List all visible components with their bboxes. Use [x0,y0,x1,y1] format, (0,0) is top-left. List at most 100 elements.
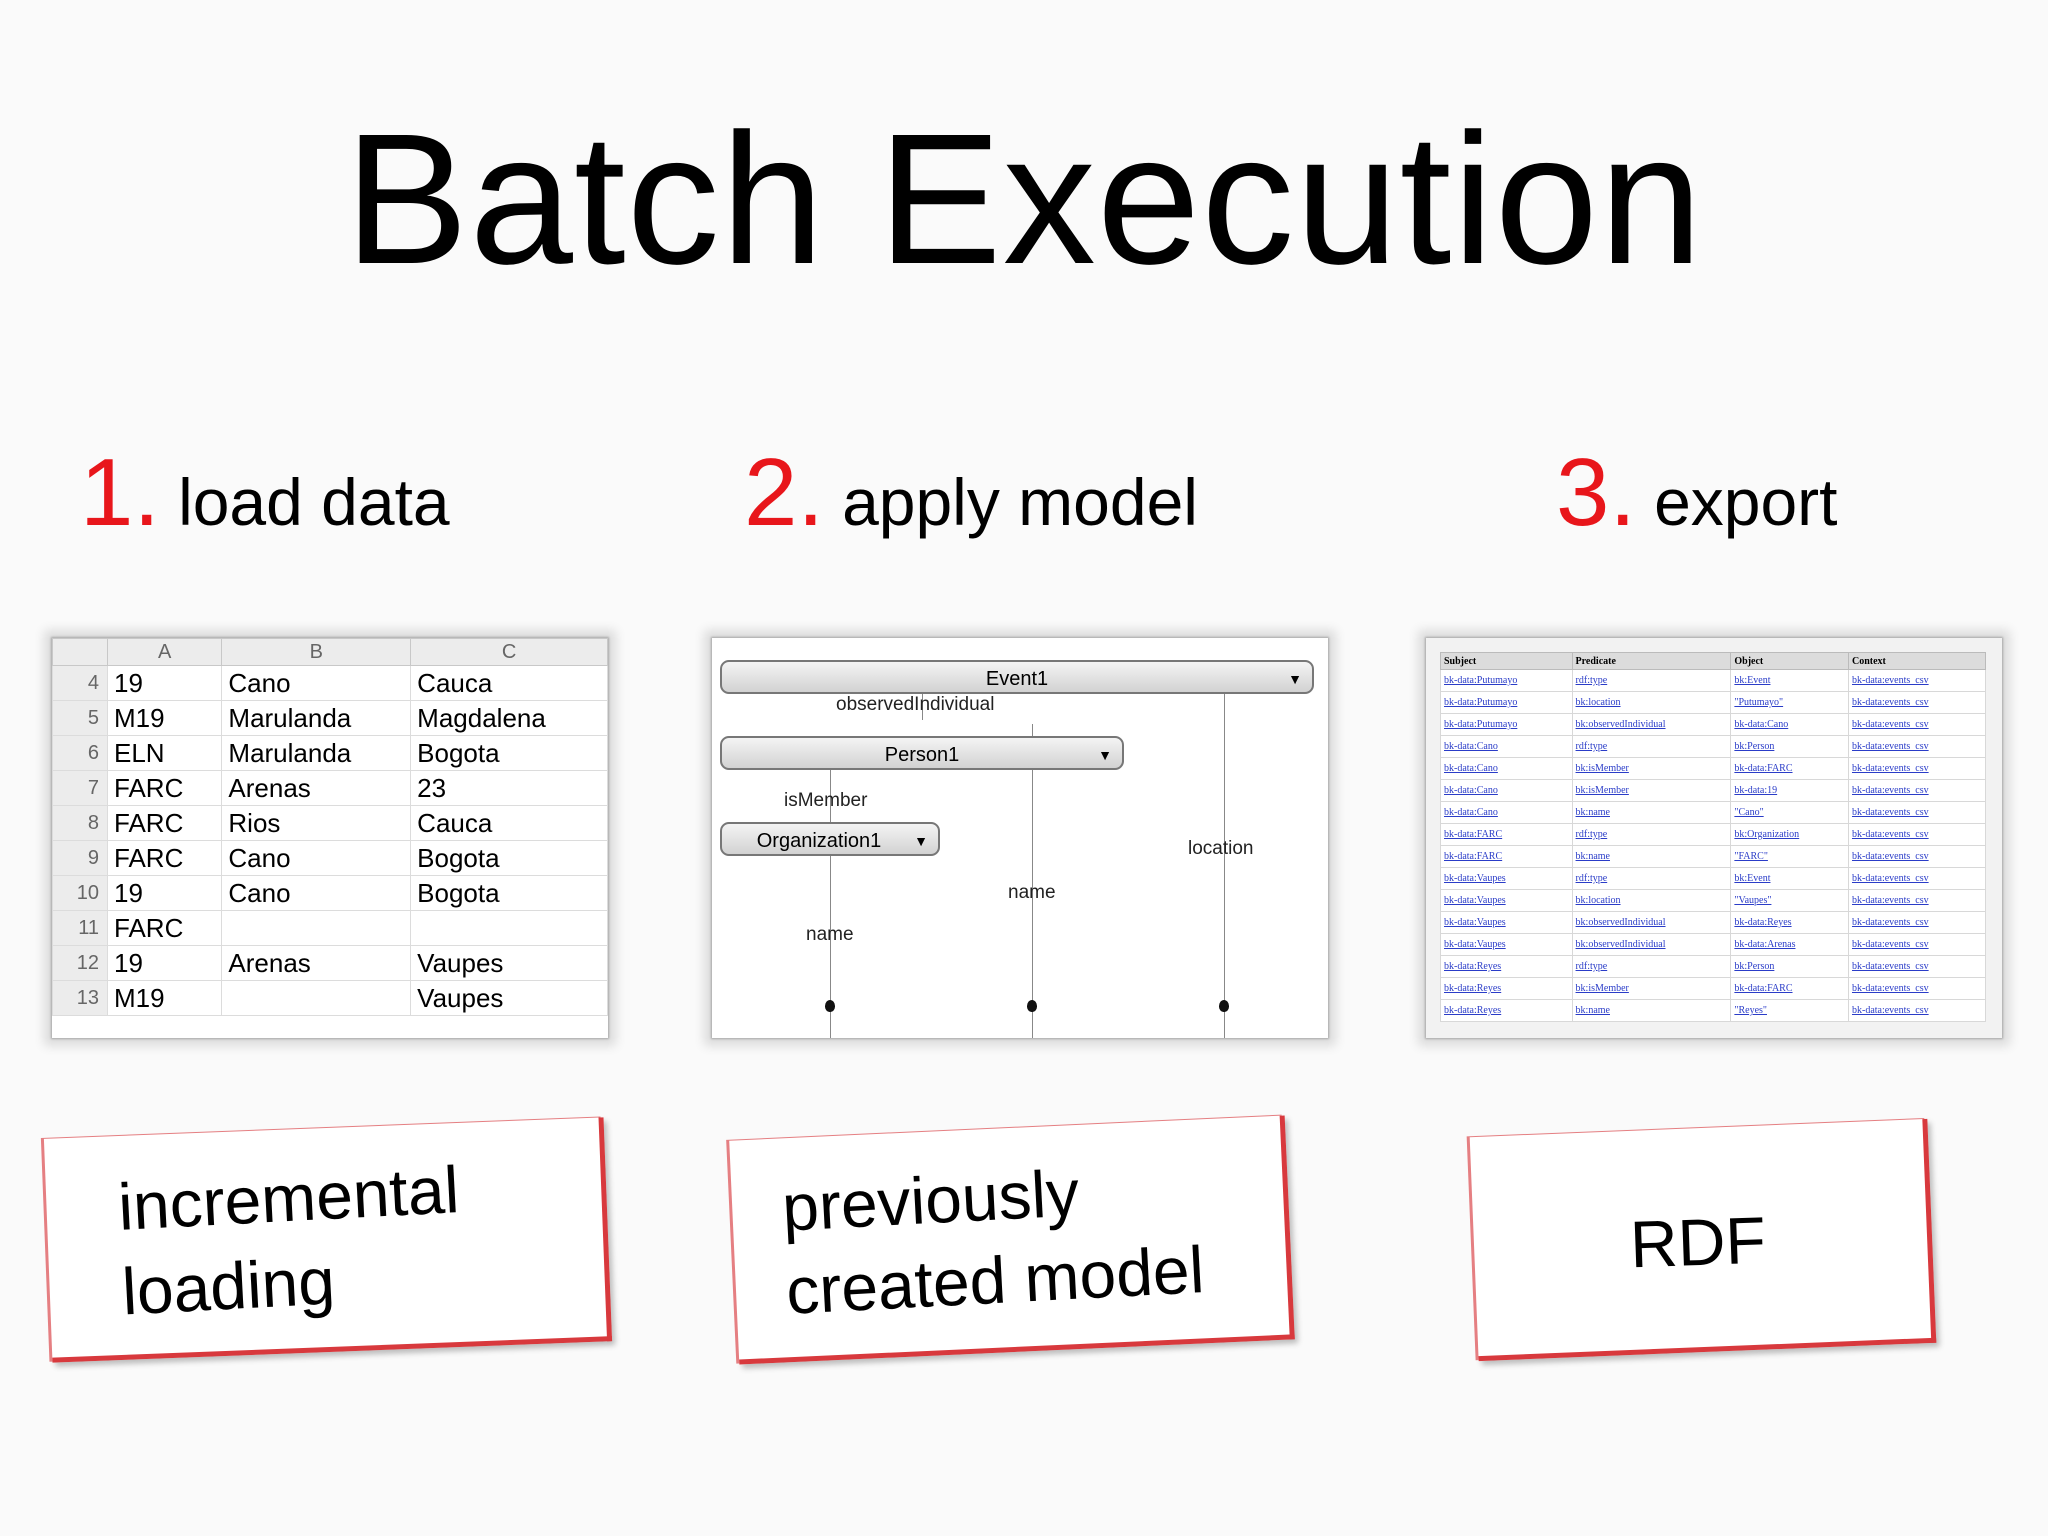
row-number[interactable]: 5 [52,700,108,736]
object-cell[interactable]: "Vaupes" [1730,889,1849,912]
object-cell[interactable]: bk-data:Cano [1730,713,1849,736]
row-number[interactable]: 4 [52,665,108,701]
subject-cell[interactable]: bk-data:Reyes [1440,977,1573,1000]
cell-a[interactable]: ELN [106,735,223,771]
cell-c[interactable]: Bogota [410,735,608,771]
row-number[interactable]: 8 [52,805,108,841]
cell-c[interactable]: 23 [410,770,608,806]
context-cell[interactable]: bk-data:events_csv [1847,713,1987,736]
subject-cell[interactable]: bk-data:Putumayo [1440,691,1573,714]
cell-c[interactable]: Bogota [410,875,608,911]
subject-cell[interactable]: bk-data:Cano [1440,757,1573,780]
context-cell[interactable]: bk-data:events_csv [1847,735,1987,758]
predicate-cell[interactable]: bk:isMember [1571,757,1732,780]
subject-cell[interactable]: bk-data:FARC [1440,845,1573,868]
cell-a[interactable]: FARC [106,910,223,946]
row-number[interactable]: 10 [52,875,108,911]
predicate-cell[interactable]: bk:location [1571,889,1732,912]
cell-a[interactable]: M19 [106,980,223,1016]
context-cell[interactable]: bk-data:events_csv [1847,801,1987,824]
row-number[interactable]: 13 [52,980,108,1016]
context-cell[interactable]: bk-data:events_csv [1847,911,1987,934]
predicate-cell[interactable]: bk:name [1571,845,1732,868]
subject-cell[interactable]: bk-data:Reyes [1440,999,1573,1022]
context-cell[interactable]: bk-data:events_csv [1847,867,1987,890]
cell-a[interactable]: FARC [106,840,223,876]
context-cell[interactable]: bk-data:events_csv [1847,823,1987,846]
context-cell[interactable]: bk-data:events_csv [1847,999,1987,1022]
person-node[interactable]: Person1▼ [720,736,1124,770]
subject-cell[interactable]: bk-data:Reyes [1440,955,1573,978]
object-cell[interactable]: bk:Event [1730,669,1849,692]
cell-a[interactable]: FARC [106,770,223,806]
context-cell[interactable]: bk-data:events_csv [1847,691,1987,714]
predicate-cell[interactable]: rdf:type [1571,867,1732,890]
cell-b[interactable] [221,980,412,1016]
cell-a[interactable]: FARC [106,805,223,841]
dropdown-caret-icon[interactable]: ▼ [1288,671,1302,687]
context-cell[interactable]: bk-data:events_csv [1847,669,1987,692]
context-cell[interactable]: bk-data:events_csv [1847,977,1987,1000]
dropdown-caret-icon[interactable]: ▼ [914,833,928,849]
cell-a[interactable]: 19 [106,665,223,701]
predicate-cell[interactable]: rdf:type [1571,955,1732,978]
cell-b[interactable]: Cano [221,840,412,876]
context-cell[interactable]: bk-data:events_csv [1847,933,1987,956]
row-number[interactable]: 7 [52,770,108,806]
predicate-cell[interactable]: bk:isMember [1571,977,1732,1000]
predicate-cell[interactable]: bk:observedIndividual [1571,713,1732,736]
cell-b[interactable]: Marulanda [221,700,412,736]
object-cell[interactable]: bk:Event [1730,867,1849,890]
cell-c[interactable]: Vaupes [410,980,608,1016]
cell-b[interactable]: Cano [221,875,412,911]
subject-cell[interactable]: bk-data:Putumayo [1440,669,1573,692]
cell-a[interactable]: M19 [106,700,223,736]
subject-cell[interactable]: bk-data:Putumayo [1440,713,1573,736]
predicate-cell[interactable]: bk:observedIndividual [1571,933,1732,956]
cell-b[interactable]: Rios [221,805,412,841]
cell-a[interactable]: 19 [106,945,223,981]
cell-b[interactable]: Arenas [221,945,412,981]
cell-a[interactable]: 19 [106,875,223,911]
object-cell[interactable]: bk-data:Reyes [1730,911,1849,934]
cell-c[interactable]: Magdalena [410,700,608,736]
organization-node[interactable]: Organization1▼ [720,822,940,856]
row-number[interactable]: 12 [52,945,108,981]
predicate-cell[interactable]: rdf:type [1571,669,1732,692]
row-number[interactable]: 9 [52,840,108,876]
cell-c[interactable]: Cauca [410,805,608,841]
object-cell[interactable]: bk:Person [1730,735,1849,758]
object-cell[interactable]: bk:Person [1730,955,1849,978]
predicate-cell[interactable]: bk:isMember [1571,779,1732,802]
predicate-cell[interactable]: bk:observedIndividual [1571,911,1732,934]
predicate-cell[interactable]: rdf:type [1571,735,1732,758]
cell-c[interactable]: Bogota [410,840,608,876]
subject-cell[interactable]: bk-data:Cano [1440,779,1573,802]
object-cell[interactable]: "Putumayo" [1730,691,1849,714]
cell-b[interactable]: Cano [221,665,412,701]
context-cell[interactable]: bk-data:events_csv [1847,779,1987,802]
predicate-cell[interactable]: bk:name [1571,801,1732,824]
predicate-cell[interactable]: bk:name [1571,999,1732,1022]
row-number[interactable]: 11 [52,910,108,946]
subject-cell[interactable]: bk-data:Vaupes [1440,889,1573,912]
predicate-cell[interactable]: rdf:type [1571,823,1732,846]
cell-b[interactable]: Arenas [221,770,412,806]
object-cell[interactable]: "FARC" [1730,845,1849,868]
context-cell[interactable]: bk-data:events_csv [1847,757,1987,780]
subject-cell[interactable]: bk-data:FARC [1440,823,1573,846]
cell-c[interactable] [410,910,608,946]
subject-cell[interactable]: bk-data:Vaupes [1440,911,1573,934]
object-cell[interactable]: bk-data:FARC [1730,977,1849,1000]
context-cell[interactable]: bk-data:events_csv [1847,845,1987,868]
event-node[interactable]: Event1▼ [720,660,1314,694]
predicate-cell[interactable]: bk:location [1571,691,1732,714]
object-cell[interactable]: "Cano" [1730,801,1849,824]
object-cell[interactable]: bk:Organization [1730,823,1849,846]
subject-cell[interactable]: bk-data:Vaupes [1440,933,1573,956]
object-cell[interactable]: bk-data:FARC [1730,757,1849,780]
cell-b[interactable] [221,910,412,946]
subject-cell[interactable]: bk-data:Vaupes [1440,867,1573,890]
dropdown-caret-icon[interactable]: ▼ [1098,747,1112,763]
object-cell[interactable]: bk-data:19 [1730,779,1849,802]
